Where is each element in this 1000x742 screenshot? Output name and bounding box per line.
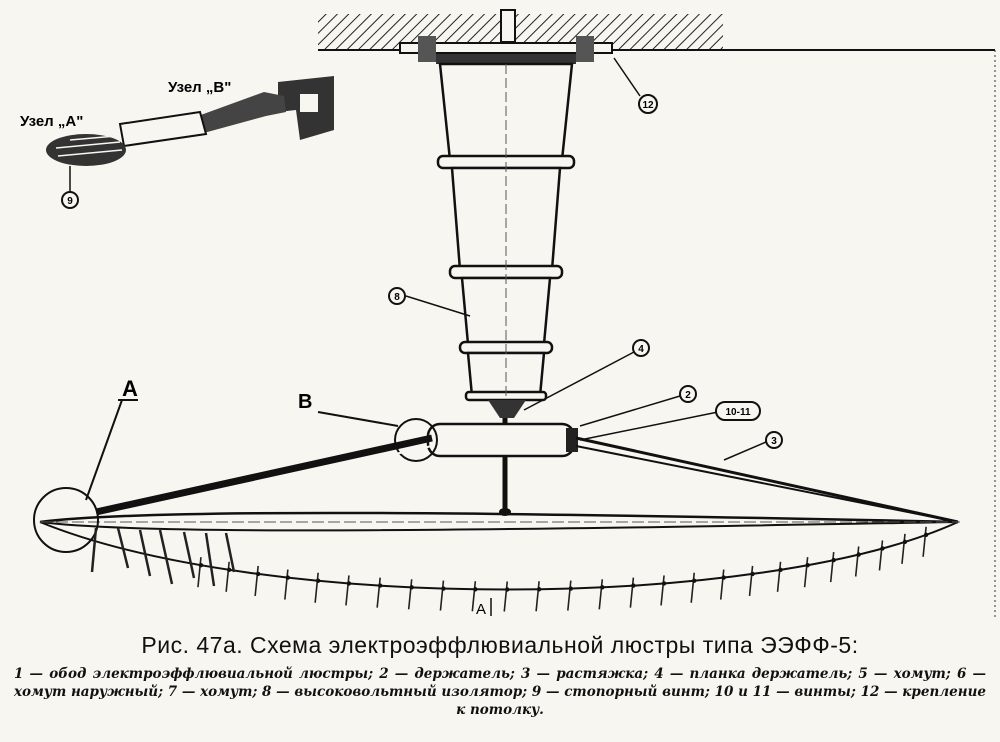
- callout-4: 4: [632, 339, 650, 357]
- needle-mount: [631, 583, 636, 588]
- rim: [39, 511, 960, 591]
- needle-mount: [661, 581, 667, 586]
- svg-text:4: 4: [638, 344, 644, 355]
- emitter-needle: [629, 577, 635, 608]
- caption-legend: 1 — обод электроэффлювиальной люстры; 2 …: [14, 666, 986, 718]
- needle-mount: [750, 571, 755, 577]
- needle-mount: [441, 586, 446, 591]
- callout-2: 2: [679, 385, 697, 403]
- callout-10-11: 10-11: [715, 401, 761, 421]
- needle-mount: [505, 587, 510, 592]
- emitter-needle: [719, 569, 725, 600]
- section-b-label: В: [298, 391, 312, 413]
- needle-mount: [226, 567, 232, 573]
- emitter-needle: [829, 552, 835, 583]
- needle-mount: [255, 571, 261, 577]
- ceiling-mount: [399, 36, 613, 64]
- svg-text:12: 12: [642, 100, 654, 111]
- emitter-needle: [878, 540, 884, 571]
- needle-mount: [198, 563, 204, 568]
- emitter-needle: [776, 561, 782, 592]
- needle-mount: [473, 587, 478, 592]
- callout-8: 8: [388, 287, 406, 305]
- needle-mount: [831, 557, 836, 563]
- emitter-needle: [535, 581, 540, 612]
- needle-mount: [778, 567, 783, 573]
- emitter-needle: [901, 533, 906, 564]
- needle-mount: [568, 586, 574, 591]
- node-a-region: [33, 487, 236, 587]
- emitter-needle: [471, 581, 477, 612]
- insulator: [436, 62, 576, 402]
- caption-title: Рис. 47а. Схема электроэффлювиальной люс…: [141, 632, 859, 658]
- emitter-needle: [690, 572, 696, 603]
- right-stay-rod: [575, 436, 959, 524]
- emitter-needle: [854, 546, 860, 577]
- inset-detail: Узел „В" Узел „A": [20, 76, 334, 192]
- emitter-needle: [407, 579, 413, 610]
- needle-mount: [902, 539, 908, 545]
- needle-mount: [377, 583, 383, 588]
- svg-text:10-11: 10-11: [725, 407, 750, 418]
- emitter-needle: [225, 561, 230, 592]
- callouts: [405, 57, 767, 461]
- chandelier-diagram: A В A Узел „В" Узел „A" 12 9: [20, 9, 996, 620]
- svg-text:8: 8: [394, 292, 400, 303]
- emitter-needle: [598, 579, 604, 610]
- emitter-needle: [376, 577, 381, 608]
- needle-mount: [923, 532, 929, 538]
- emitter-needle: [503, 581, 509, 612]
- node-a-title: Узел „A": [20, 113, 83, 130]
- section-markers: A В A: [85, 376, 492, 618]
- needle-mount: [721, 575, 726, 580]
- emitter-needles: [197, 526, 929, 612]
- svg-text:2: 2: [685, 390, 691, 401]
- needle-mount: [409, 585, 414, 590]
- needle-mount: [315, 578, 321, 583]
- emitter-needle: [748, 565, 754, 597]
- emitter-needle: [803, 557, 809, 588]
- callout-9: 9: [61, 191, 79, 209]
- emitter-needle: [284, 569, 289, 600]
- holder: [426, 422, 578, 458]
- node-b-title: Узел „В": [168, 79, 231, 96]
- needle-mount: [536, 587, 542, 592]
- svg-text:3: 3: [771, 436, 777, 447]
- needle-mount: [692, 578, 697, 583]
- needle-mount: [856, 552, 861, 557]
- callout-3: 3: [765, 431, 783, 449]
- emitter-needle: [567, 580, 572, 611]
- needle-mount: [285, 575, 291, 580]
- bracket: [488, 400, 526, 516]
- emitter-needle: [197, 557, 202, 588]
- needle-mount: [346, 581, 352, 586]
- emitter-needle: [922, 526, 927, 557]
- svg-text:9: 9: [67, 196, 73, 207]
- callout-12: 12: [638, 94, 658, 114]
- section-a-bottom-label: A: [476, 601, 486, 618]
- node-b-circle: [394, 418, 438, 462]
- emitter-needle: [254, 565, 259, 597]
- needle-mount: [805, 563, 810, 568]
- section-a-top-label: A: [122, 376, 138, 401]
- figure-caption: Рис. 47а. Схема электроэффлювиальной люс…: [0, 632, 1000, 719]
- needle-mount: [880, 546, 885, 551]
- emitter-needle: [345, 575, 350, 606]
- needle-mount: [600, 585, 605, 590]
- emitter-needle: [314, 572, 319, 603]
- left-stay-rod: [95, 434, 433, 519]
- emitter-needle: [439, 580, 445, 611]
- emitter-needle: [660, 575, 665, 606]
